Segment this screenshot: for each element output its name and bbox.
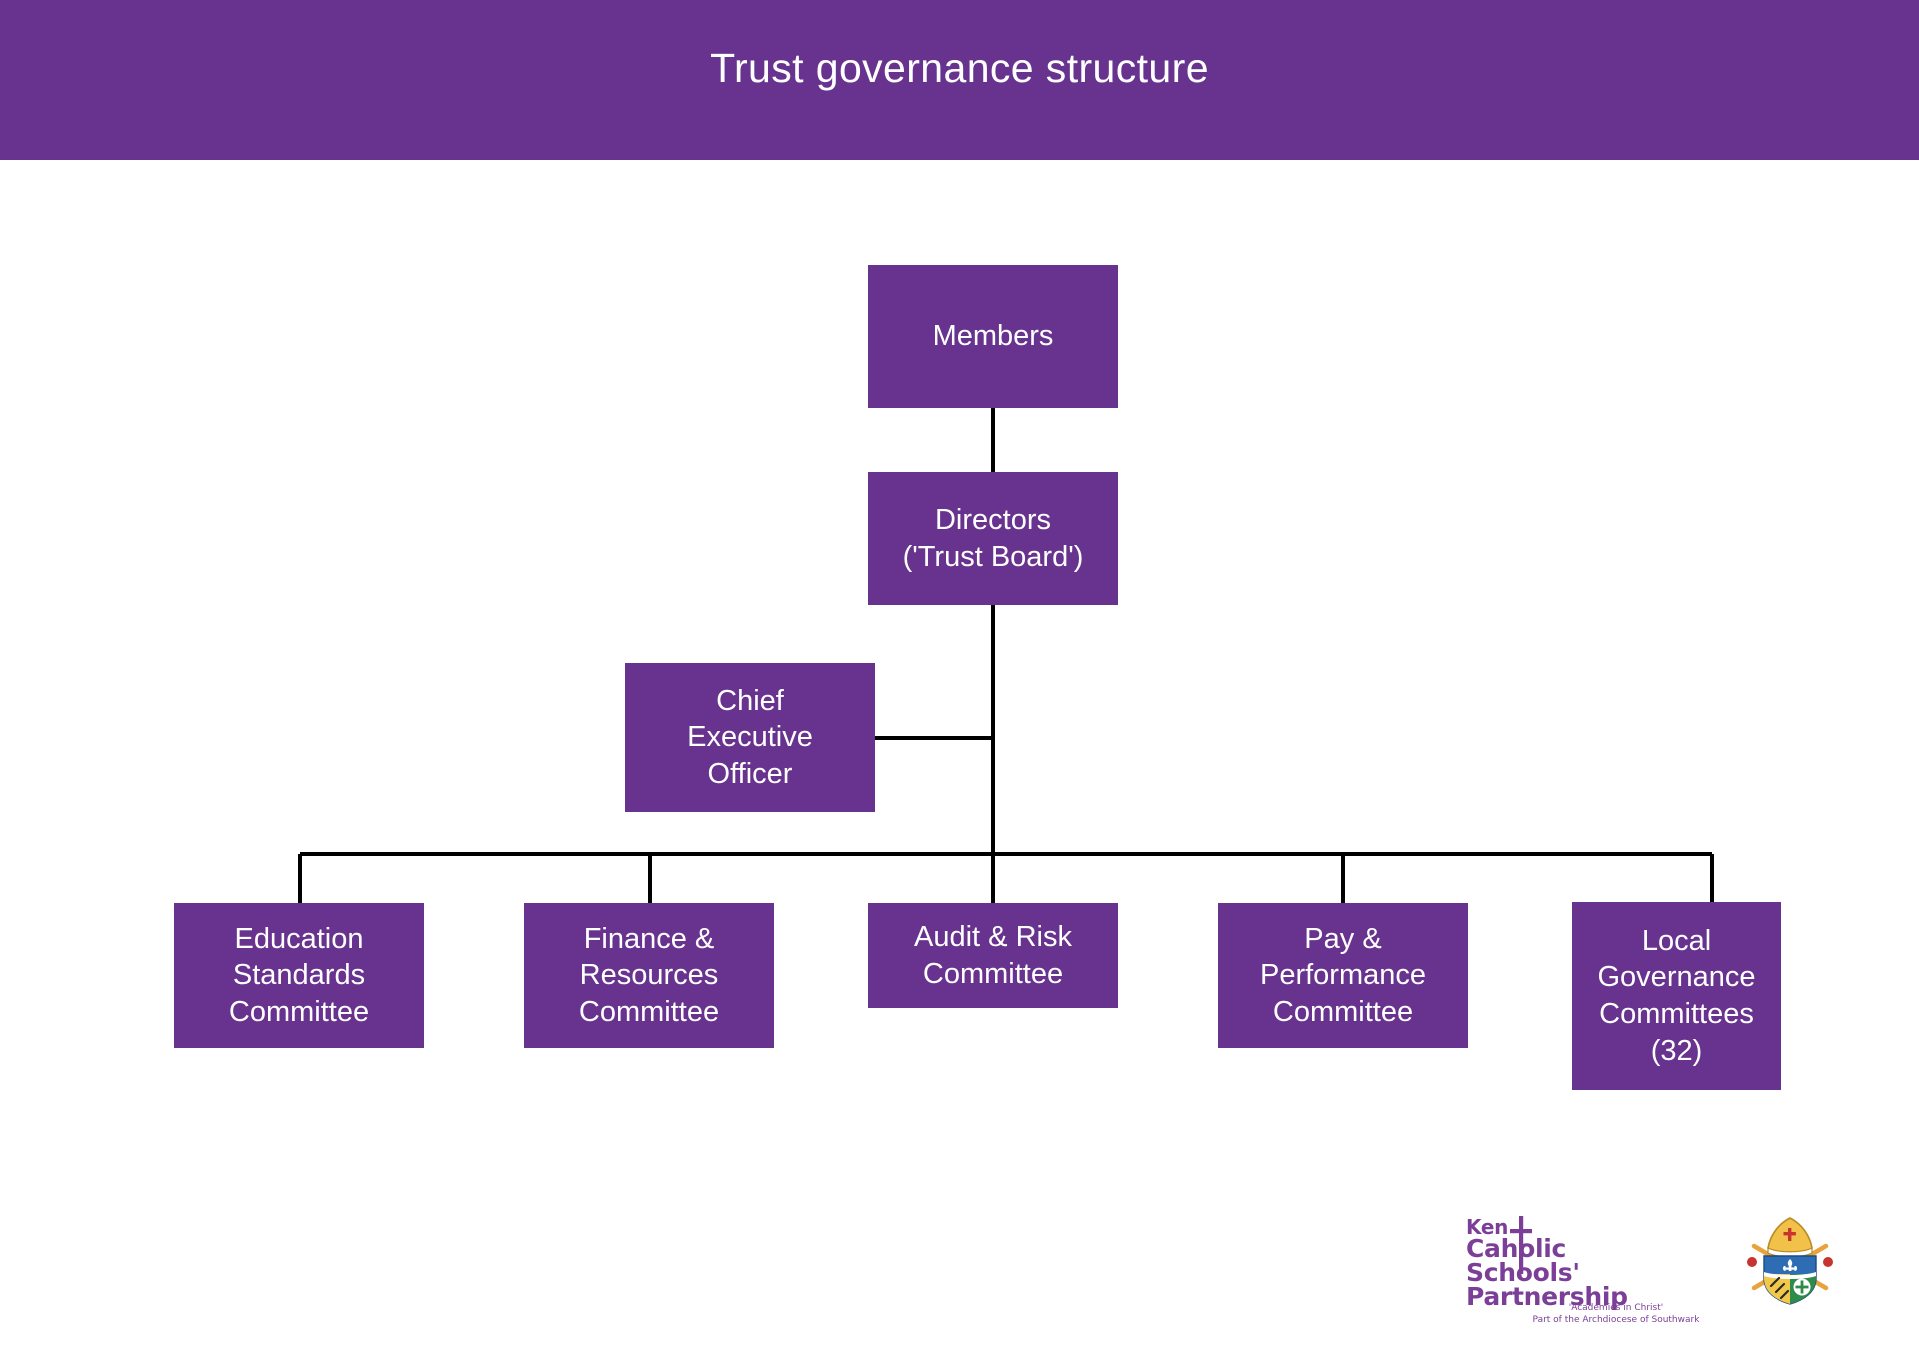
node-audit-label: Audit & Risk Committee: [914, 920, 1072, 990]
node-pay-label: Pay & Performance Committee: [1259, 922, 1426, 1028]
logo-wordmark: Ken Caholic Schools' Partnership: [1466, 1215, 1736, 1312]
logo-tagline: 'Academies in Christ' Part of the Archdi…: [1476, 1302, 1756, 1326]
logo-line-catholic: Caholic: [1466, 1234, 1736, 1264]
logo-line-kent: Ken: [1466, 1215, 1736, 1239]
cross-icon: [1510, 1216, 1532, 1274]
node-ceo-label: Chief Executive Officer: [687, 684, 813, 790]
logo-tagline-line2: Part of the Archdiocese of Southwark: [1532, 1315, 1700, 1326]
node-chief-executive-officer[interactable]: Chief Executive Officer: [625, 663, 875, 812]
node-directors[interactable]: Directors ('Trust Board'): [868, 472, 1118, 605]
logo-catholic-prefix: Ca: [1466, 1234, 1501, 1264]
node-audit-risk-committee[interactable]: Audit & Risk Committee: [868, 903, 1118, 1008]
node-finance-resources-committee[interactable]: Finance & Resources Committee: [524, 903, 774, 1048]
node-members-label: Members: [932, 320, 1054, 353]
brand-logo: Ken Caholic Schools' Partnership 'Academ…: [1466, 1215, 1866, 1343]
node-education-label: Education Standards Committee: [228, 922, 370, 1028]
logo-kent-text: Ken: [1466, 1215, 1509, 1239]
logo-tagline-line1: 'Academies in Christ': [1568, 1303, 1664, 1313]
node-education-standards-committee[interactable]: Education Standards Committee: [174, 903, 424, 1048]
node-local-governance-committees[interactable]: Local Governance Committees (32): [1572, 902, 1781, 1090]
node-pay-performance-committee[interactable]: Pay & Performance Committee: [1218, 903, 1468, 1048]
node-lgc-label: Local Governance Committees (32): [1597, 924, 1756, 1067]
page-title: Trust governance structure: [710, 44, 1209, 91]
node-directors-label: Directors ('Trust Board'): [902, 503, 1084, 573]
node-finance-label: Finance & Resources Committee: [578, 922, 720, 1028]
logo-line-partnership: Partnership: [1466, 1282, 1736, 1312]
org-chart: Members Directors ('Trust Board') Chief …: [0, 160, 1919, 1357]
coat-of-arms-icon: [1747, 1217, 1833, 1305]
page-header: Trust governance structure: [0, 0, 1919, 160]
node-members[interactable]: Members: [868, 265, 1118, 408]
logo-partnership-text: Partnership: [1466, 1282, 1628, 1312]
logo-catholic-suffix: holic: [1500, 1234, 1567, 1264]
